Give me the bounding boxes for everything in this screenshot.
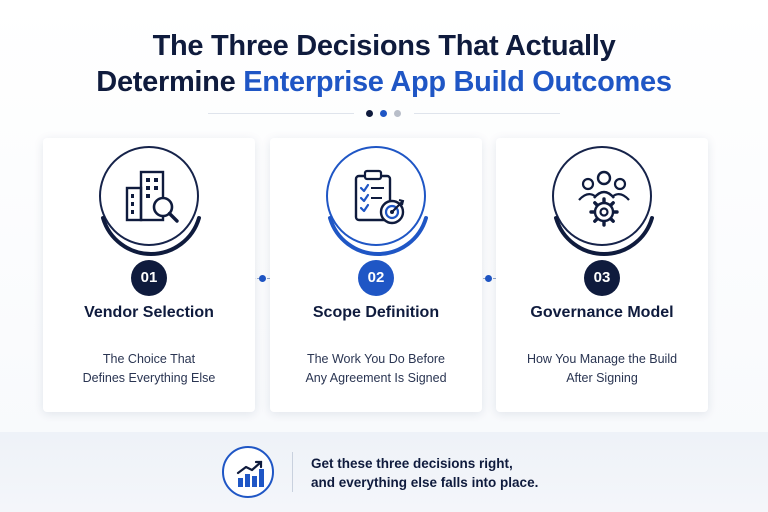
step-2-icon-circle [326, 146, 428, 256]
footer-divider [292, 452, 293, 492]
step-card-vendor-selection: 01 Vendor Selection The Choice That Defi… [43, 138, 255, 412]
step-3-title: Governance Model [530, 304, 674, 321]
clipboard-target-icon [354, 169, 405, 225]
title-line-2-accent: Enterprise App Build Outcomes [243, 66, 672, 98]
footer-icon-circle [222, 446, 274, 498]
step-1-icon-circle [99, 146, 201, 256]
title-divider-right [414, 113, 560, 114]
step-3-arc [554, 216, 654, 256]
step-3-icon-circle [552, 146, 654, 256]
step-2-arc [328, 216, 428, 256]
step-3-subtitle-line-1: How You Manage the Build [526, 352, 678, 366]
title-line-2: Determine Enterprise App Build Outcomes [0, 64, 768, 100]
step-2-title: Scope Definition [312, 304, 440, 321]
footer-line-2: and everything else falls into place. [311, 475, 539, 490]
step-card-scope-definition: 02 Scope Definition The Work You Do Befo… [270, 138, 482, 412]
step-3-subtitle-line-2: After Signing [566, 371, 638, 385]
step-2-subtitle: The Work You Do Before Any Agreement Is … [270, 350, 482, 388]
title-dots [364, 110, 404, 118]
step-1-arc [101, 216, 201, 256]
title-divider-left [208, 113, 354, 114]
footer-banner: Get these three decisions right, and eve… [0, 432, 768, 512]
footer-message: Get these three decisions right, and eve… [311, 454, 538, 492]
step-1-subtitle-line-1: The Choice That [102, 352, 196, 366]
growth-chart-icon [236, 460, 264, 487]
title-line-2-plain: Determine [96, 66, 244, 98]
building-search-icon [125, 170, 179, 223]
step-3-subtitle: How You Manage the Build After Signing [496, 350, 708, 388]
step-1-title: Vendor Selection [84, 304, 214, 321]
step-1-number: 01 [131, 260, 167, 296]
step-2-number: 02 [358, 260, 394, 296]
step-3-number: 03 [584, 260, 620, 296]
step-1-subtitle: The Choice That Defines Everything Else [43, 350, 255, 388]
team-gear-icon [578, 170, 630, 227]
title-line-1: The Three Decisions That Actually [152, 30, 616, 62]
step-2-subtitle-line-2: Any Agreement Is Signed [305, 371, 447, 385]
title-dot-1 [366, 110, 373, 117]
title-dot-2 [380, 110, 387, 117]
title-dot-3 [394, 110, 401, 117]
footer-line-1: Get these three decisions right, [311, 456, 513, 471]
step-1-subtitle-line-2: Defines Everything Else [82, 371, 216, 385]
step-2-subtitle-line-1: The Work You Do Before [306, 352, 446, 366]
connector-dot-1 [259, 275, 266, 282]
connector-dot-2 [485, 275, 492, 282]
page-title: The Three Decisions That Actually Determ… [0, 28, 768, 100]
step-card-governance-model: 03 Governance Model How You Manage the B… [496, 138, 708, 412]
